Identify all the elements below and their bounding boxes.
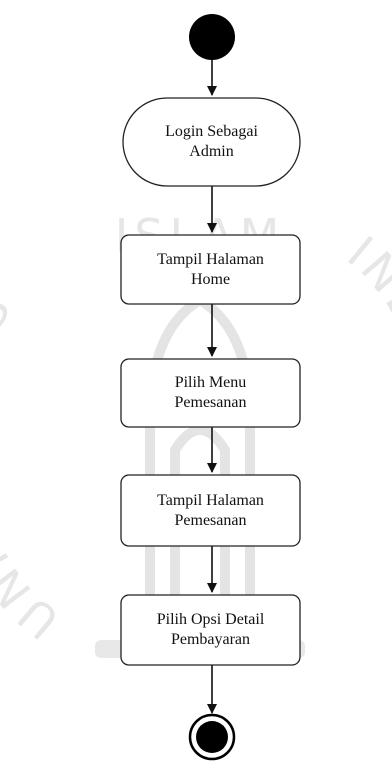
home-label: Tampil Halaman Home [157,250,264,288]
action-node-pemesanan [120,474,301,547]
pemesanan-label: Tampil Halaman Pemesanan [157,491,264,529]
opsi-label: Pilih Opsi Detail Pembayaran [156,611,265,648]
initial-node [189,14,235,60]
login-label: Login Sebagai Admin [165,123,258,160]
menu-label: Pilih Menu Pemesanan [174,374,247,411]
action-node-home [120,234,301,305]
final-node-core [196,721,228,753]
action-node-menu [120,358,301,428]
action-node-opsi [120,594,301,666]
action-node-login [122,97,301,187]
